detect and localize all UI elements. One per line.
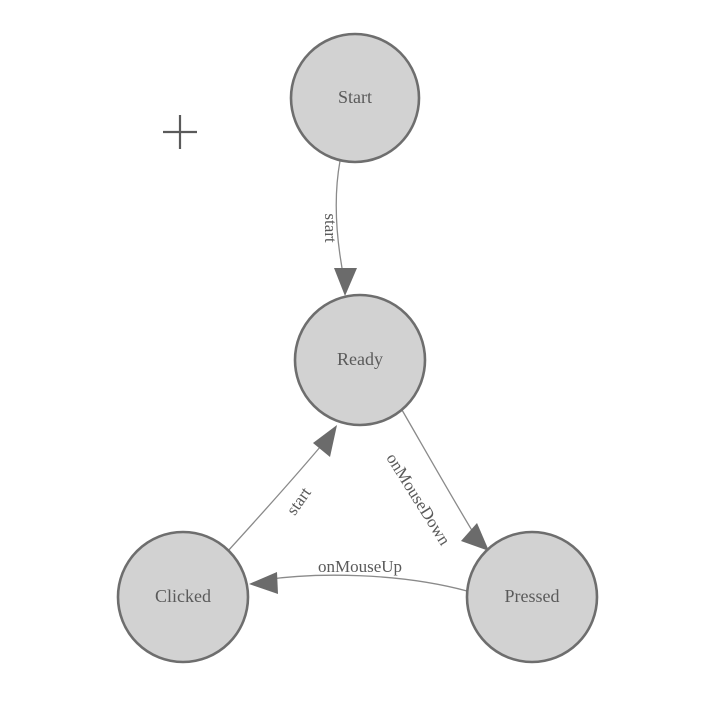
node-circle-clicked[interactable] — [116, 530, 250, 664]
arrowhead-start-to-ready — [334, 268, 357, 296]
arrowhead-clicked-to-ready — [313, 425, 337, 457]
arrowhead-pressed-to-clicked — [249, 572, 278, 594]
plus-crosshair-icon — [163, 115, 197, 149]
node-circle-pressed[interactable] — [465, 530, 599, 664]
edge-label-clicked-to-ready: start — [283, 483, 316, 518]
node-clicked[interactable]: Clicked — [116, 530, 250, 664]
node-start[interactable]: Start — [289, 32, 421, 164]
edge-clicked-to-ready[interactable]: start — [226, 425, 337, 553]
node-ready[interactable]: Ready — [293, 293, 427, 427]
edge-start-to-ready[interactable]: start — [321, 160, 357, 296]
edge-label-pressed-to-clicked: onMouseUp — [318, 557, 402, 576]
node-label-pressed: Pressed — [505, 586, 560, 606]
edge-ready-to-pressed[interactable]: onMouseDown — [383, 409, 489, 551]
node-label-ready: Ready — [337, 349, 383, 369]
edge-label-start-to-ready: start — [321, 213, 340, 243]
arrowhead-ready-to-pressed — [461, 523, 489, 551]
node-label-clicked: Clicked — [155, 586, 211, 606]
edge-path-clicked-to-ready[interactable] — [226, 439, 327, 553]
node-label-start: Start — [338, 87, 372, 107]
node-circle-start[interactable] — [289, 32, 421, 164]
edge-pressed-to-clicked[interactable]: onMouseUp — [249, 557, 468, 594]
node-circle-ready[interactable] — [293, 293, 427, 427]
edge-label-ready-to-pressed: onMouseDown — [383, 450, 455, 549]
node-pressed[interactable]: Pressed — [465, 530, 599, 664]
edge-path-pressed-to-clicked[interactable] — [262, 574, 468, 592]
